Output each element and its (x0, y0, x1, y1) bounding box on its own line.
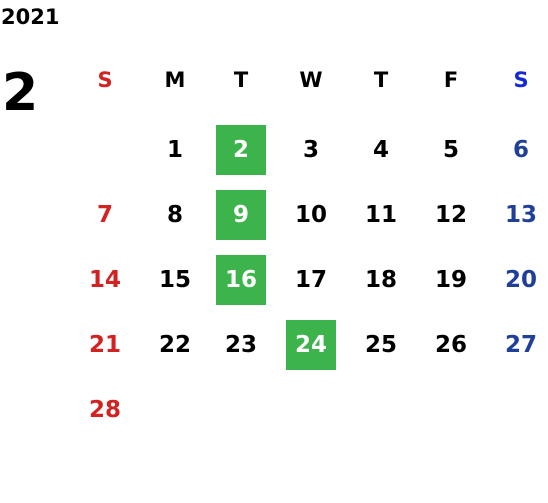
weekday-header: F (443, 68, 459, 92)
day-cell-highlighted[interactable]: 9 (216, 190, 266, 240)
day-cell[interactable]: 17 (294, 267, 327, 293)
weekday-header: S (97, 68, 113, 92)
day-cell[interactable]: 13 (504, 202, 537, 228)
month-label: 2 (2, 63, 39, 123)
day-cell[interactable]: 26 (434, 332, 467, 358)
day-cell[interactable]: 5 (442, 137, 459, 163)
day-cell[interactable]: 7 (96, 202, 113, 228)
day-cell[interactable]: 1 (166, 137, 183, 163)
day-cell[interactable]: 21 (88, 332, 121, 358)
year-label: 2021 (1, 5, 60, 29)
weekday-header: M (164, 68, 186, 92)
day-cell[interactable]: 10 (294, 202, 327, 228)
day-cell[interactable]: 11 (364, 202, 397, 228)
day-cell[interactable]: 22 (158, 332, 191, 358)
day-cell[interactable]: 20 (504, 267, 537, 293)
day-cell[interactable]: 8 (166, 202, 183, 228)
weekday-header: W (299, 68, 323, 92)
weekday-header: T (373, 68, 389, 92)
day-cell[interactable]: 15 (158, 267, 191, 293)
day-cell[interactable]: 12 (434, 202, 467, 228)
day-cell[interactable]: 3 (302, 137, 319, 163)
day-cell[interactable]: 14 (88, 267, 121, 293)
day-cell[interactable]: 18 (364, 267, 397, 293)
weekday-header: T (233, 68, 249, 92)
day-cell-highlighted[interactable]: 16 (216, 255, 266, 305)
day-cell-highlighted[interactable]: 24 (286, 320, 336, 370)
day-cell[interactable]: 28 (88, 397, 121, 423)
weekday-header: S (513, 68, 529, 92)
day-cell[interactable]: 25 (364, 332, 397, 358)
day-cell[interactable]: 23 (224, 332, 257, 358)
day-cell[interactable]: 4 (372, 137, 389, 163)
day-cell[interactable]: 27 (504, 332, 537, 358)
day-cell[interactable]: 19 (434, 267, 467, 293)
day-cell[interactable]: 6 (512, 137, 529, 163)
day-cell-highlighted[interactable]: 2 (216, 125, 266, 175)
